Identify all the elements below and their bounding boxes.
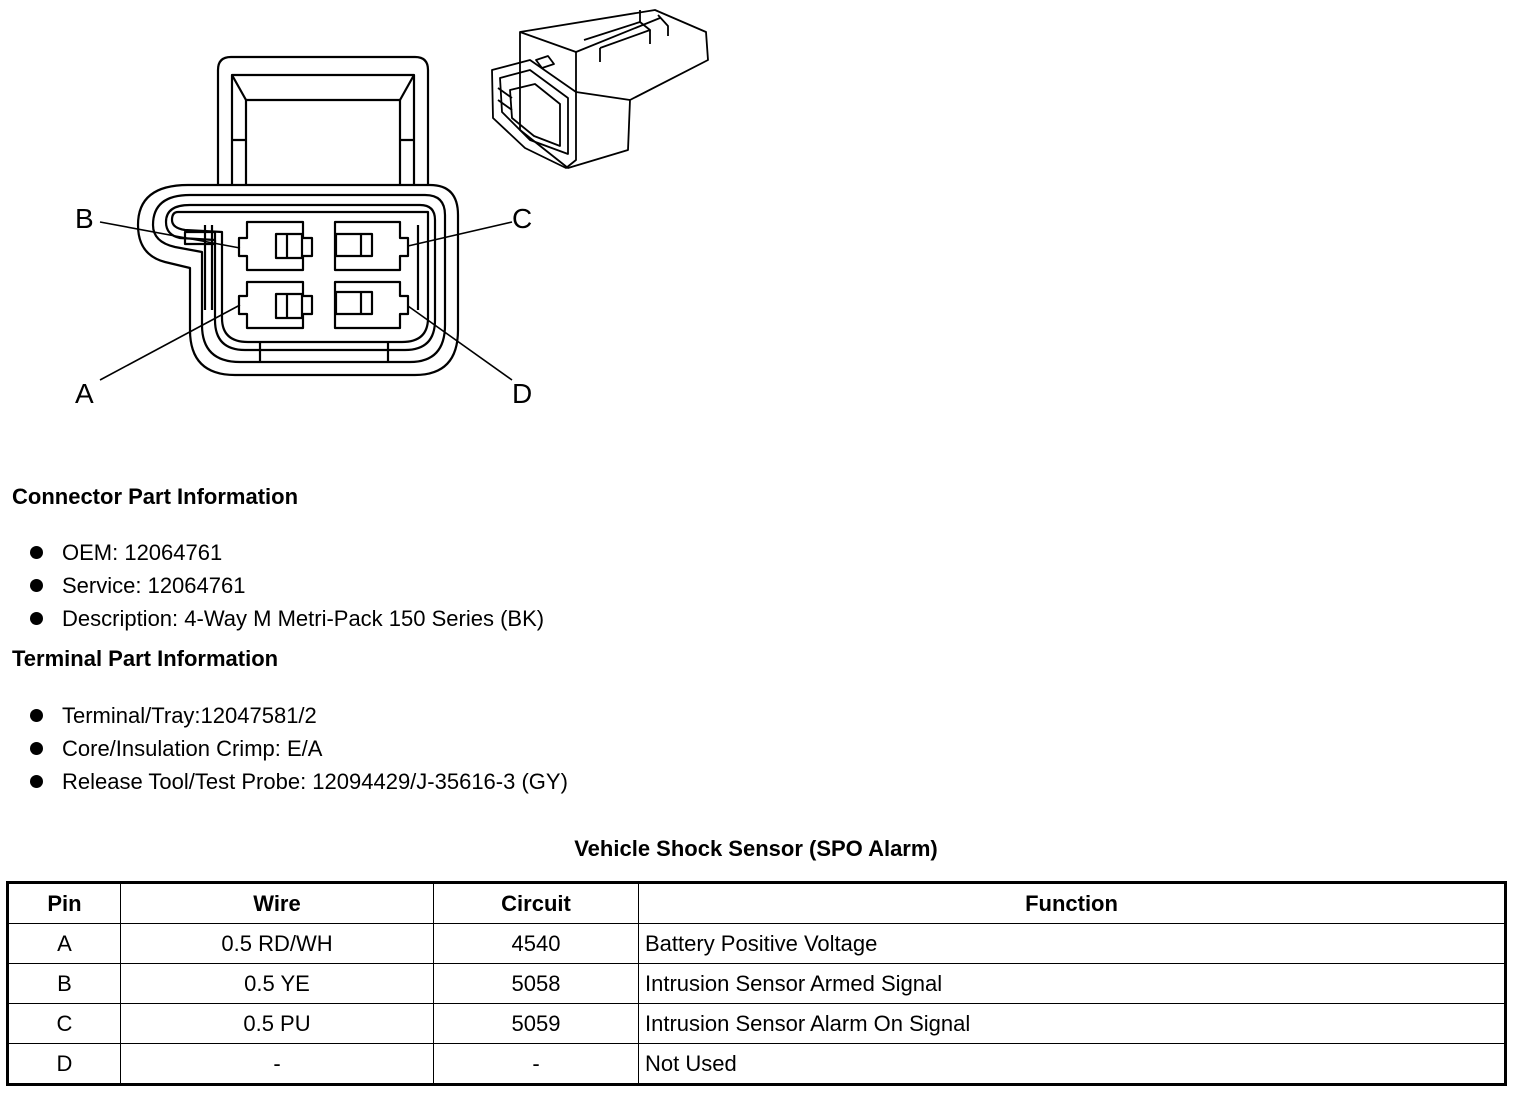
pin-label-a: A — [75, 378, 94, 409]
function-cell: Intrusion Sensor Alarm On Signal — [638, 1003, 1506, 1044]
pin-cavity-a — [237, 280, 314, 330]
column-header-circuit: Circuit — [433, 882, 639, 924]
function-cell: Not Used — [638, 1043, 1506, 1085]
table-row: B 0.5 YE 5058 Intrusion Sensor Armed Sig… — [7, 963, 1506, 1004]
function-cell: Battery Positive Voltage — [638, 923, 1506, 964]
list-item: OEM: 12064761 — [30, 536, 544, 569]
list-item: Service: 12064761 — [30, 569, 544, 602]
connector-body — [136, 183, 460, 377]
connector-latch — [216, 55, 430, 185]
connector-diagram: B C A D — [75, 9, 709, 409]
pin-cell: A — [7, 923, 121, 964]
pin-label-b: B — [75, 203, 94, 234]
bullet-icon — [30, 709, 43, 722]
pinout-table: Pin Wire Circuit Function A 0.5 RD/WH 45… — [6, 881, 1507, 1086]
table-row: A 0.5 RD/WH 4540 Battery Positive Voltag… — [7, 923, 1506, 964]
bullet-icon — [30, 742, 43, 755]
pin-cavity-c — [333, 220, 410, 272]
bullet-icon — [30, 612, 43, 625]
circuit-cell: 4540 — [433, 923, 639, 964]
list-item: Terminal/Tray:12047581/2 — [30, 699, 568, 732]
terminal-info-list: Terminal/Tray:12047581/2 Core/Insulation… — [30, 699, 568, 798]
circuit-cell: 5059 — [433, 1003, 639, 1044]
wire-cell: 0.5 YE — [120, 963, 434, 1004]
function-cell: Intrusion Sensor Armed Signal — [638, 963, 1506, 1004]
bullet-icon — [30, 546, 43, 559]
pin-cell: D — [7, 1043, 121, 1085]
wire-cell: 0.5 PU — [120, 1003, 434, 1044]
wire-cell: - — [120, 1043, 434, 1085]
pin-cell: C — [7, 1003, 121, 1044]
column-header-wire: Wire — [120, 882, 434, 924]
table-title: Vehicle Shock Sensor (SPO Alarm) — [574, 836, 938, 861]
terminal-info-heading: Terminal Part Information — [12, 646, 279, 671]
pin-label-d: D — [512, 378, 532, 409]
column-header-function: Function — [638, 882, 1506, 924]
wire-cell: 0.5 RD/WH — [120, 923, 434, 964]
connector-info-list: OEM: 12064761 Service: 12064761 Descript… — [30, 536, 544, 635]
pin-label-c: C — [512, 203, 532, 234]
circuit-cell: - — [433, 1043, 639, 1085]
list-item: Description: 4-Way M Metri-Pack 150 Seri… — [30, 602, 544, 635]
pin-cell: B — [7, 963, 121, 1004]
table-row: C 0.5 PU 5059 Intrusion Sensor Alarm On … — [7, 1003, 1506, 1044]
pin-leader-lines — [99, 221, 513, 381]
pin-cavity-b — [237, 220, 314, 272]
pin-cavity-d — [333, 280, 410, 330]
list-item: Core/Insulation Crimp: E/A — [30, 732, 568, 765]
bullet-icon — [30, 775, 43, 788]
bullet-icon — [30, 579, 43, 592]
connector-isometric-illustration — [491, 9, 709, 169]
table-header-row: Pin Wire Circuit Function — [7, 882, 1506, 924]
connector-info-heading: Connector Part Information — [12, 484, 299, 509]
column-header-pin: Pin — [7, 882, 121, 924]
table-row: D - - Not Used — [7, 1043, 1506, 1085]
circuit-cell: 5058 — [433, 963, 639, 1004]
list-item: Release Tool/Test Probe: 12094429/J-3561… — [30, 765, 568, 798]
